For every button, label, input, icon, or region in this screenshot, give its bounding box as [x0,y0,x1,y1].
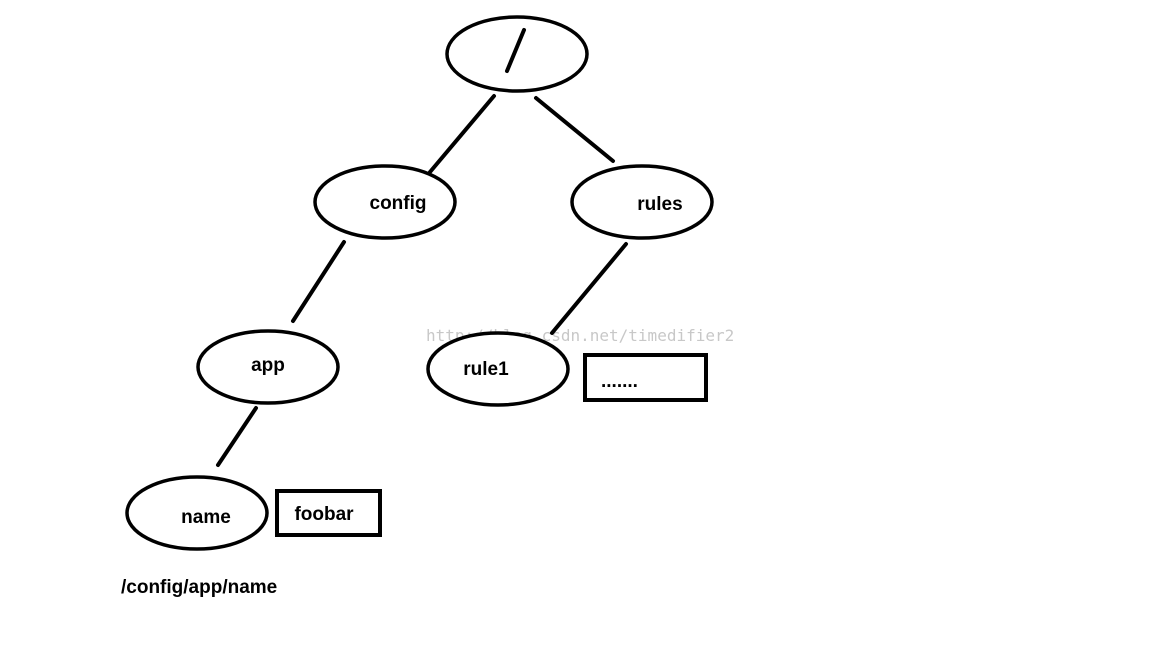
rule1-value-label: ....... [601,371,638,392]
node-rules-label: rules [637,194,682,215]
rule1-value-box[interactable]: ....... [583,353,708,402]
node-config[interactable]: config [313,164,457,240]
edge-rules-rule1 [550,242,628,335]
node-name[interactable]: name [125,475,269,551]
node-root[interactable] [445,15,589,93]
node-rules-ellipse [570,164,714,240]
node-config-ellipse [313,164,457,240]
node-app-label: app [251,355,285,376]
path-caption: /config/app/name [121,577,277,598]
root-slash-glyph [505,28,526,73]
node-app-ellipse [196,329,340,405]
node-rule1[interactable]: rule1 [426,331,570,407]
edge-app-name [216,406,258,467]
rule1-value-rect [583,353,708,402]
edge-root-config [428,94,496,174]
name-value-rect [275,489,382,537]
node-app[interactable]: app [196,329,340,405]
name-value-label: foobar [294,504,354,525]
node-name-ellipse [125,475,269,551]
node-rule1-ellipse [426,331,570,407]
node-config-label: config [370,193,427,214]
node-name-label: name [181,507,231,528]
edge-root-rules [534,96,615,163]
node-rules[interactable]: rules [570,164,714,240]
node-rule1-label: rule1 [463,359,509,380]
edge-config-app [291,240,346,323]
name-value-box[interactable]: foobar [275,489,382,537]
node-root-ellipse [445,15,589,93]
